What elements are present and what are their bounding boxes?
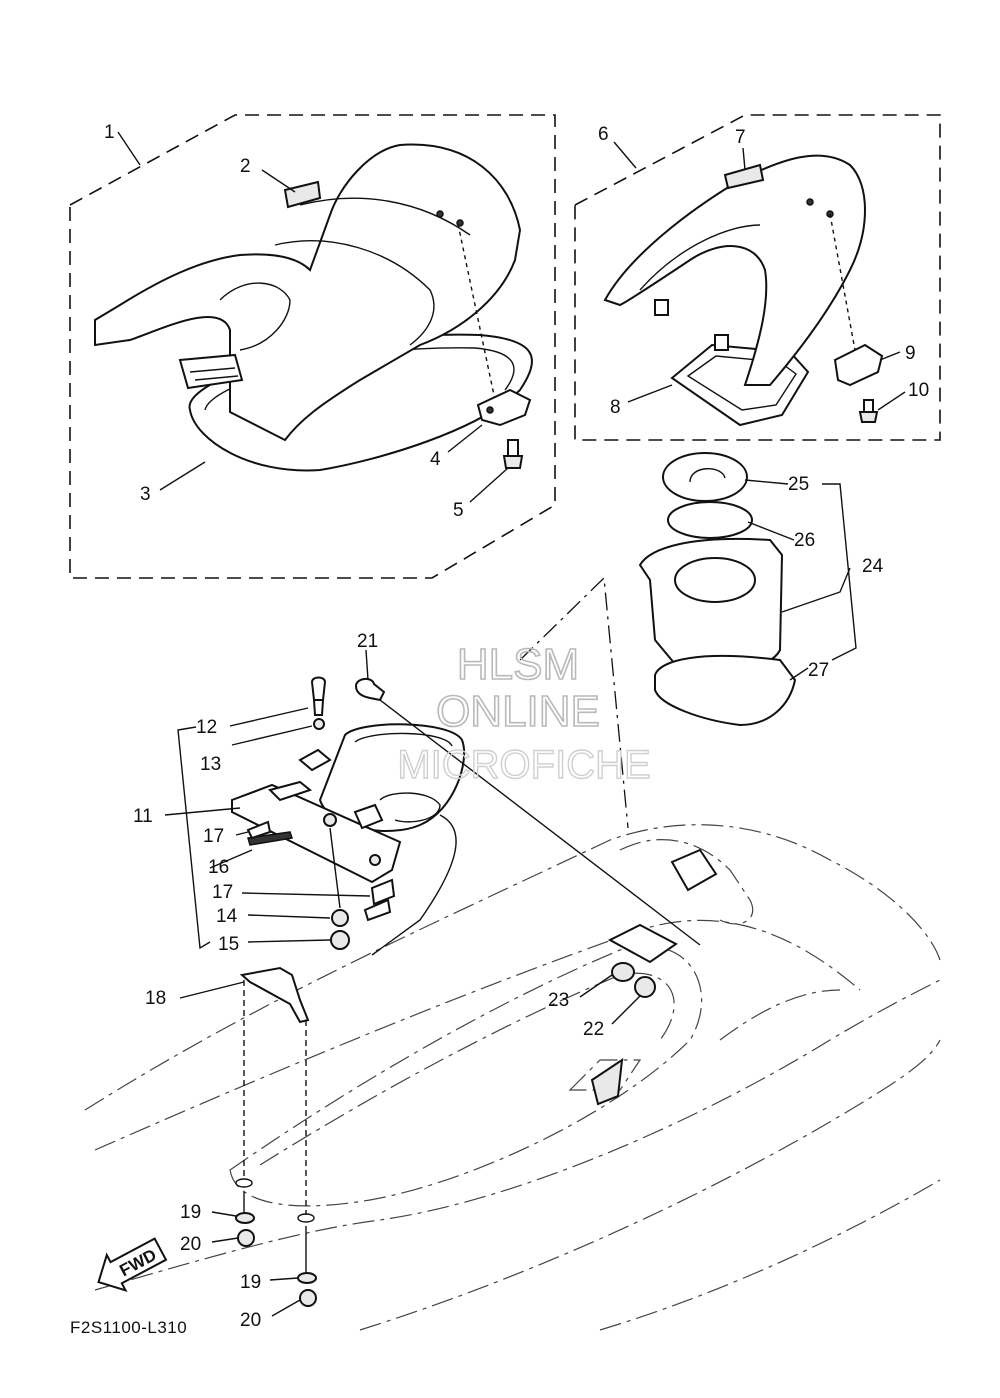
rear-seat-hook: [833, 343, 884, 387]
callout-5: 5: [453, 500, 464, 521]
callout-21: 21: [357, 631, 378, 652]
callout-24: 24: [862, 556, 884, 577]
callout-14: 14: [216, 906, 238, 927]
callout-10: 10: [908, 380, 929, 401]
callout-16: 16: [208, 857, 229, 878]
watermark: HLSM ONLINE MICROFICHE: [397, 639, 652, 788]
callout-8: 8: [610, 397, 621, 418]
callout-1: 1: [104, 122, 115, 143]
callout-2: 2: [240, 156, 251, 177]
callout-11: 11: [133, 806, 153, 827]
storage-bin: [638, 452, 797, 727]
hull-outline: [84, 824, 941, 1331]
callout-26: 26: [794, 530, 815, 551]
callout-19-lower: 19: [240, 1272, 261, 1293]
callout-7: 7: [735, 127, 746, 148]
group-1-enclosure: [69, 114, 556, 579]
callout-20-lower: 20: [240, 1310, 261, 1331]
strap-18: [239, 966, 310, 1024]
callout-3: 3: [140, 484, 151, 505]
front-seat: [94, 143, 533, 472]
callout-6: 6: [598, 124, 609, 145]
seat-bracket: [231, 723, 466, 956]
callout-25: 25: [788, 474, 809, 495]
watermark-line-3: MICROFICHE: [397, 743, 650, 787]
callout-23: 23: [548, 990, 569, 1011]
callout-19-upper: 19: [180, 1202, 201, 1223]
rear-seat: [603, 154, 866, 427]
watermark-line-2: ONLINE: [436, 687, 600, 736]
callout-18: 18: [145, 988, 166, 1009]
seat-bolt: [502, 439, 524, 469]
watermark-line-1: HLSM: [457, 640, 579, 689]
bolt-21: [354, 678, 386, 702]
callout-9: 9: [905, 343, 916, 364]
rear-seat-bolt: [858, 399, 879, 423]
callout-17-lower: 17: [212, 882, 233, 903]
leader-lines: [159, 147, 906, 1317]
callout-13: 13: [200, 754, 221, 775]
fwd-arrow: FWD: [97, 1237, 168, 1293]
callout-17-upper: 17: [203, 826, 224, 847]
callout-12: 12: [196, 717, 217, 738]
group-6-enclosure: [574, 114, 941, 441]
bolt-12: [310, 676, 327, 716]
callout-20-upper: 20: [180, 1234, 201, 1255]
callout-15: 15: [218, 934, 239, 955]
callout-27: 27: [808, 660, 829, 681]
seat-hook: [476, 388, 532, 427]
callout-4: 4: [430, 449, 441, 470]
callouts: 1 2 3 4 5 6 7 8 9 10 11 12 13 14 15 16 1…: [104, 122, 929, 1331]
drawing-code: F2S1100-L310: [70, 1318, 187, 1337]
callout-22: 22: [583, 1019, 604, 1040]
